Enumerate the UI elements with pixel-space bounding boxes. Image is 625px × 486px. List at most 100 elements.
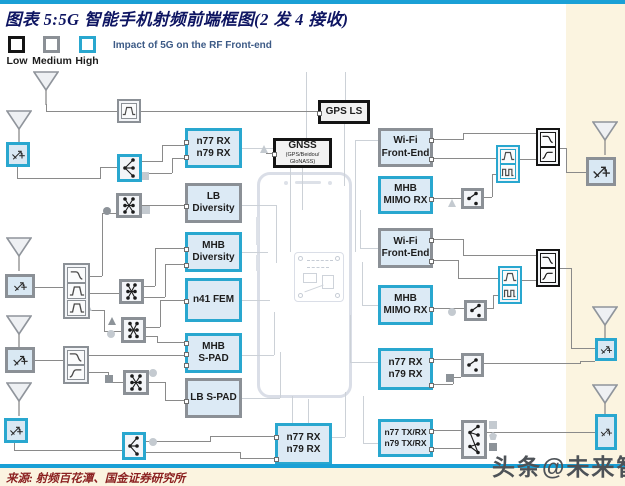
switch-fan3-icon xyxy=(122,432,146,460)
triangle-marker xyxy=(448,199,456,207)
lp-filter-glyph xyxy=(540,252,556,268)
block-label: GNSS xyxy=(288,139,317,151)
wire xyxy=(345,72,347,100)
wire xyxy=(240,458,275,460)
wire xyxy=(463,255,536,257)
switch-fan3-icon xyxy=(117,154,142,182)
square-marker xyxy=(489,443,497,451)
circle-marker xyxy=(149,369,157,377)
hp-filter-glyph xyxy=(540,268,556,284)
port xyxy=(429,358,434,363)
wire xyxy=(210,436,275,438)
block-label: n79 RX xyxy=(196,148,231,159)
port xyxy=(429,259,434,264)
port xyxy=(274,457,279,462)
wire xyxy=(149,382,165,384)
wire xyxy=(89,355,185,357)
antenna-tuner-icon xyxy=(595,414,617,450)
wire xyxy=(90,276,102,278)
wire xyxy=(157,336,159,343)
phone-side-button xyxy=(256,255,259,271)
port xyxy=(184,352,189,357)
wire xyxy=(240,205,276,207)
block-label: GloNASS) xyxy=(289,159,316,166)
wire xyxy=(240,300,270,302)
wire xyxy=(492,174,497,176)
port xyxy=(429,197,434,202)
diagram-panel xyxy=(0,4,566,464)
port xyxy=(429,447,434,452)
switch-sp2t-icon xyxy=(461,188,484,209)
triangle-marker xyxy=(108,317,116,325)
antenna-tuner-icon xyxy=(586,157,616,186)
wire xyxy=(274,312,276,355)
wire xyxy=(580,361,595,363)
wire xyxy=(144,286,155,288)
wire xyxy=(90,293,119,295)
phone-speaker xyxy=(295,181,321,184)
wire xyxy=(362,262,364,305)
block-label: Wi-Fi xyxy=(393,135,418,146)
wire xyxy=(558,148,566,150)
wire xyxy=(487,308,493,310)
wire xyxy=(433,158,496,160)
wire xyxy=(165,382,167,401)
wire xyxy=(355,140,357,252)
wire xyxy=(522,280,536,282)
wire xyxy=(433,239,463,241)
wire xyxy=(308,399,310,423)
phone-sensor-dot xyxy=(328,181,332,185)
switch-cross-icon xyxy=(119,279,144,304)
wire xyxy=(17,178,101,180)
port xyxy=(429,138,434,143)
filter-cyan-dip-1-icon xyxy=(496,145,520,183)
lp-filter-glyph xyxy=(67,349,85,365)
block-n41-fem: n41 FEM xyxy=(184,278,242,322)
wire xyxy=(240,355,274,357)
chip-corner-pad xyxy=(335,293,340,298)
block-label: n79 TX/RX xyxy=(384,438,427,448)
wire xyxy=(344,124,346,186)
wire xyxy=(146,336,157,338)
watermark: 头条@未来智库 xyxy=(492,454,625,480)
wire xyxy=(14,450,122,452)
antenna-icon xyxy=(6,382,32,416)
block-label: n77 TX/RX xyxy=(384,427,427,438)
antenna-tuner-icon xyxy=(5,274,35,298)
filter-black-dip-2-icon xyxy=(536,249,560,287)
chip-graphic xyxy=(294,252,344,302)
block-label: n77 RX xyxy=(286,431,321,443)
wire xyxy=(35,287,63,289)
port xyxy=(184,263,189,268)
block-label: MHB xyxy=(394,292,417,304)
wire xyxy=(360,248,378,250)
chip-pin-row xyxy=(307,257,333,261)
block-label: Front-End xyxy=(381,147,430,159)
wire xyxy=(17,166,19,179)
wire xyxy=(350,315,352,362)
wire xyxy=(484,197,492,199)
wire xyxy=(280,352,282,398)
wire xyxy=(463,133,465,140)
chip-trace xyxy=(303,273,317,283)
bp-filter-glyph xyxy=(500,148,516,164)
wire xyxy=(571,268,573,349)
wire xyxy=(433,448,461,450)
port xyxy=(429,238,434,243)
antenna-icon xyxy=(6,110,32,144)
switch-fan4-icon xyxy=(461,420,487,459)
antenna-icon xyxy=(6,237,32,271)
wire xyxy=(463,239,465,256)
antenna-icon xyxy=(592,384,618,418)
wire xyxy=(160,300,185,302)
wire xyxy=(458,278,498,280)
port xyxy=(429,383,434,388)
phone-side-button xyxy=(256,217,259,245)
chip-corner-pad xyxy=(298,293,303,298)
wire xyxy=(89,372,108,374)
